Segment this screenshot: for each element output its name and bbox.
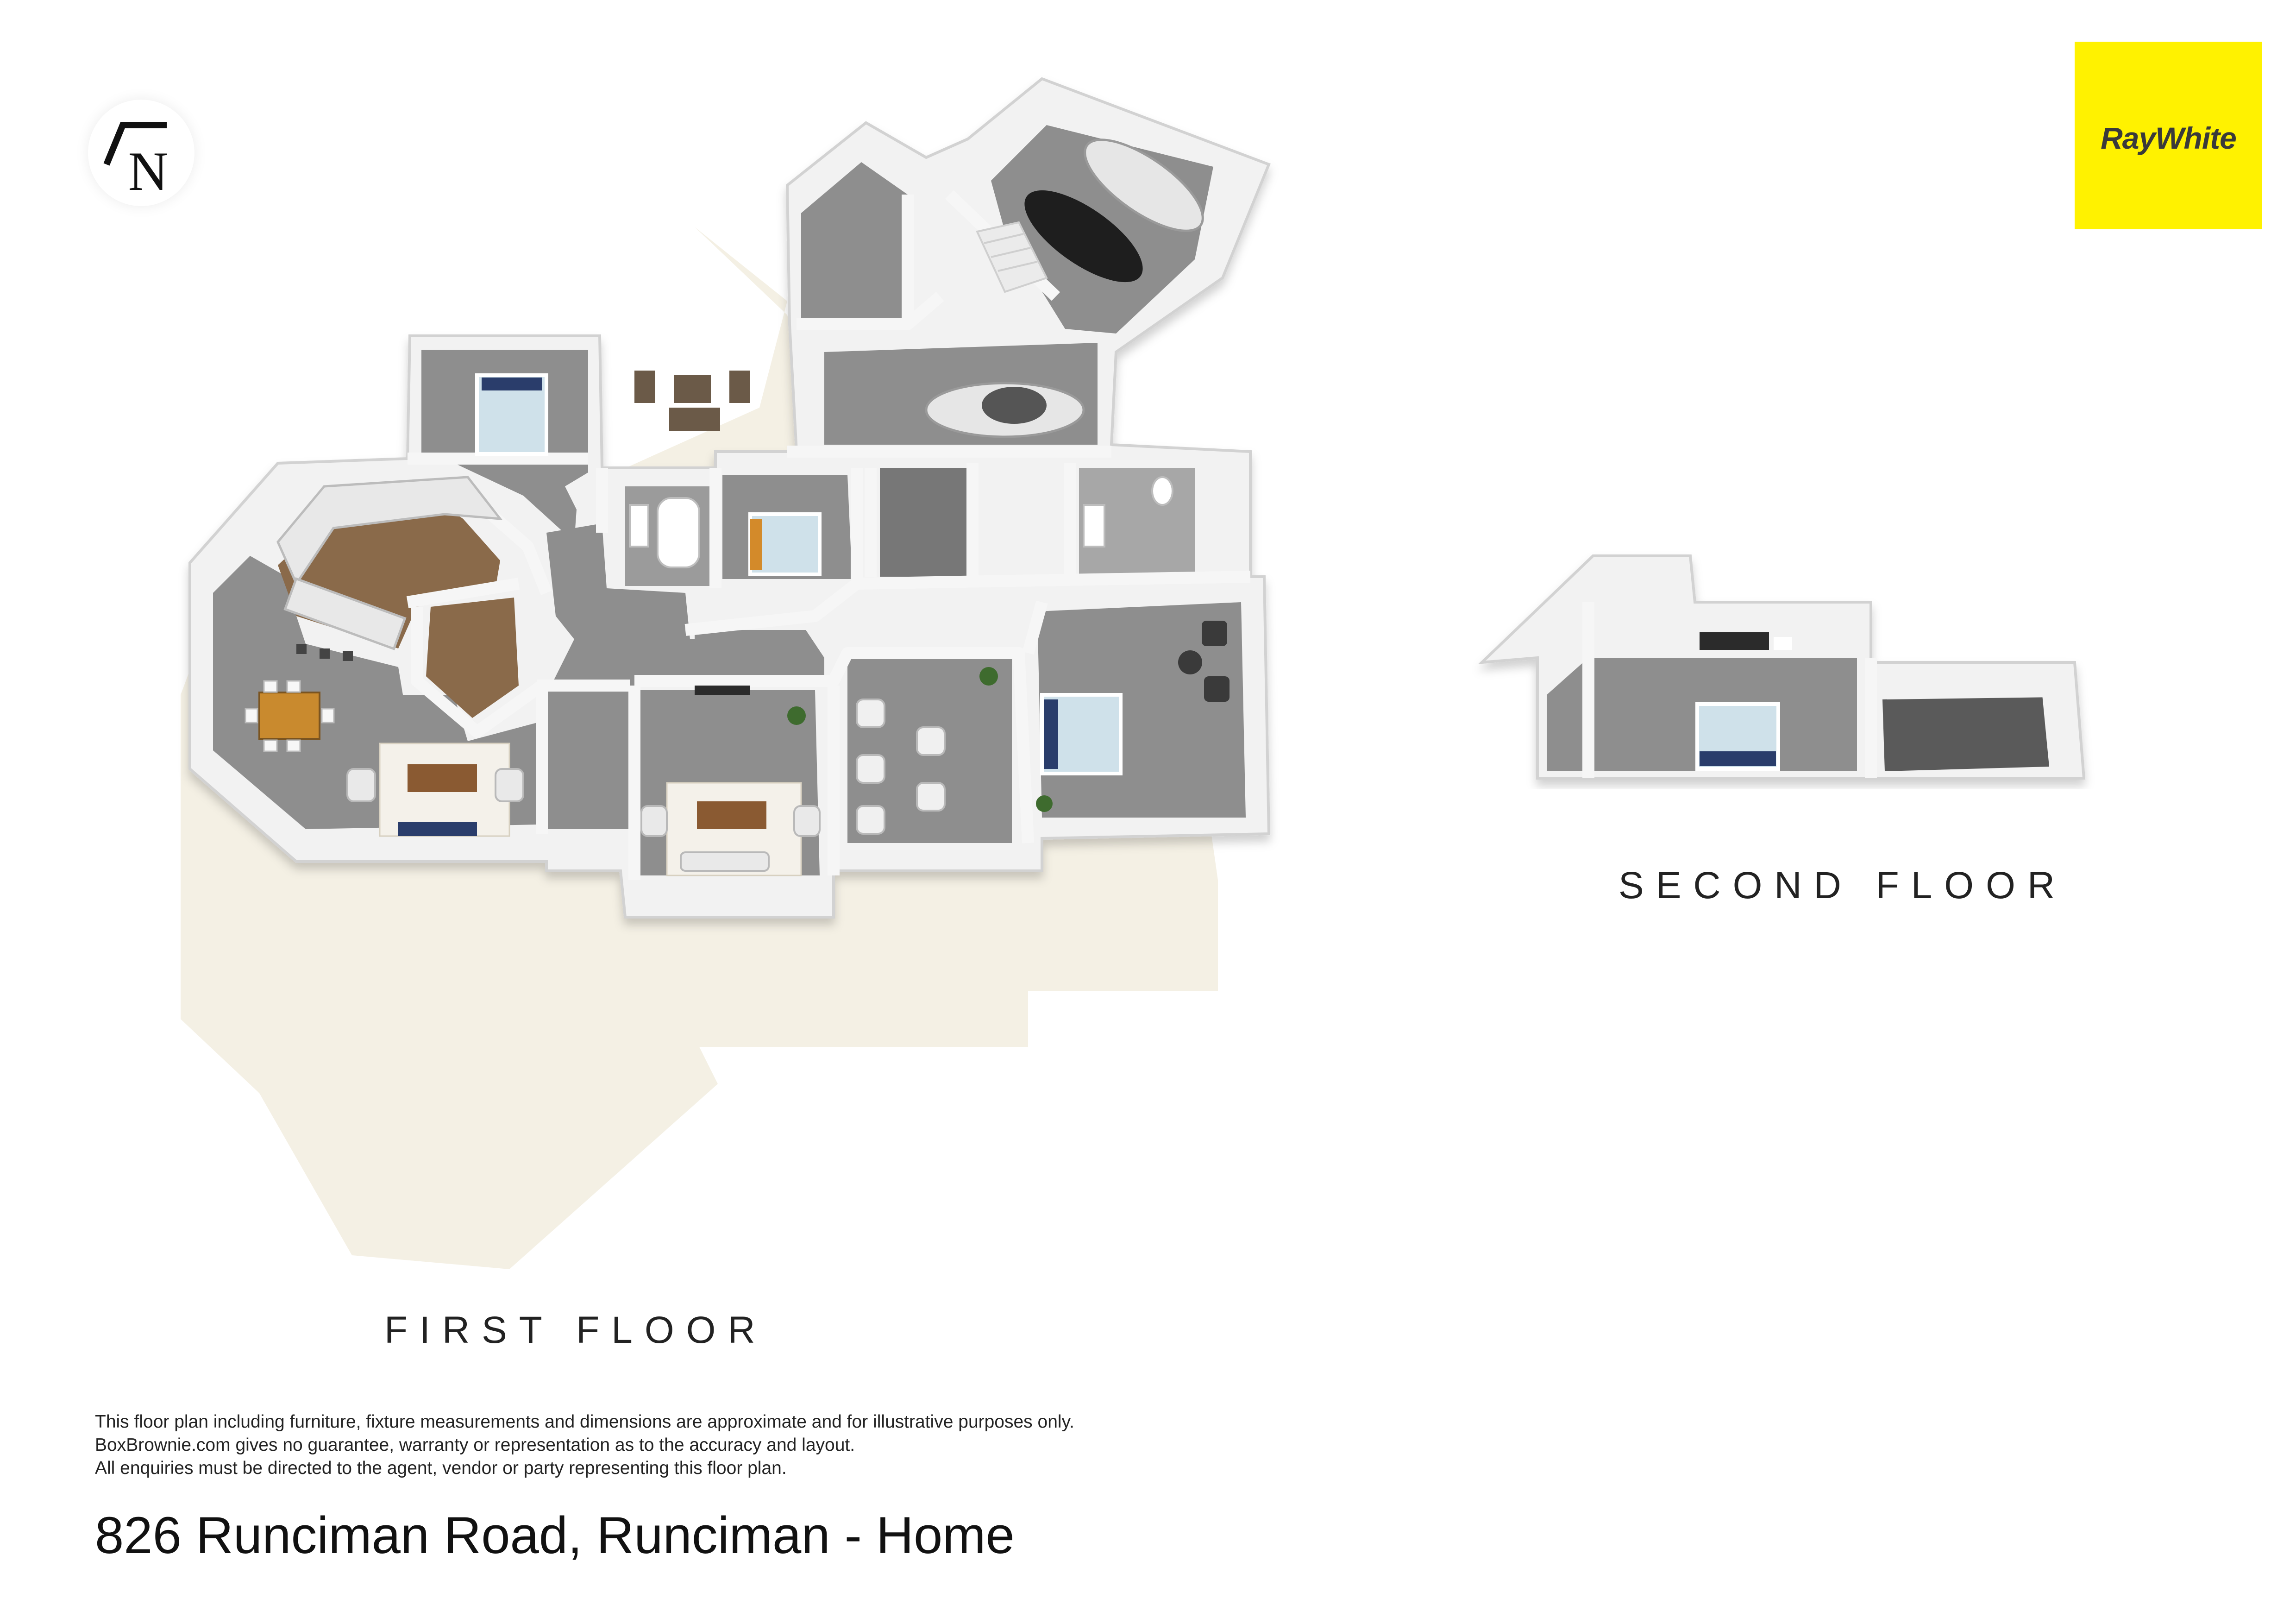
kitchen-bench [276,476,503,586]
lounge-chair [916,726,946,756]
north-arrow-icon: N [88,100,194,206]
car-dark [1024,190,1143,283]
tv-unit [695,686,750,695]
bed-centre-throw [750,519,762,570]
family-armchair [346,768,376,802]
kitchen-stool [296,644,307,654]
dining-chair [263,739,278,752]
bathtub [657,497,700,568]
second-floor-tv-unit [1700,632,1769,650]
plant [979,667,998,686]
living-sofa [680,851,770,872]
family-sofa [398,822,477,836]
kitchen-nook-floor [426,598,519,718]
living-armchair [793,805,821,837]
lounge-chair [856,699,885,728]
disclaimer-line: BoxBrownie.com gives no guarantee, warra… [95,1435,855,1455]
master-armchair [1202,621,1227,646]
disclaimer: This floor plan including furniture, fix… [95,1410,1074,1480]
dining-chair [245,708,258,724]
north-letter: N [128,140,169,202]
family-coffee-table [408,764,477,792]
entry-floor [542,686,630,829]
second-floor-bed-pillows [1700,751,1776,766]
garage-cars [925,138,1204,438]
toilet [1151,476,1173,506]
plant [1036,795,1053,812]
second-floor-side-floor [1547,658,1588,771]
car-light-upper [1084,138,1204,232]
first-floor-plan [188,77,1271,919]
second-floor-void [1882,695,2049,771]
bed-master-pillows [1044,699,1058,769]
second-floor-dresser [1774,637,1792,650]
dining-chair [286,739,301,752]
family-armchair [495,768,524,802]
first-floor-label: FIRST FLOOR [384,1309,767,1351]
ensuite-vanity [1083,504,1105,548]
master-side-table [1178,650,1202,674]
second-floor-void-inner [1887,672,2056,699]
outdoor-chair [634,371,655,403]
living-coffee-table [697,801,766,829]
corridor-lower-floor [695,630,815,653]
second-floor-plan [1478,554,2086,780]
north-arrow-graphic: N [103,122,169,202]
bed-north-pillows [482,378,542,390]
kitchen-stool [320,648,330,659]
raywhite-logo: RayWhite [2075,42,2262,229]
property-address: 826 Runciman Road, Runciman - Home [95,1506,1015,1564]
dining-chair [321,708,335,724]
stair-room-floor [801,162,908,324]
living-armchair [640,805,668,837]
lounge-chair [916,782,946,812]
lounge-chair [856,805,885,835]
dining-chair [263,680,278,693]
logo-text: RayWhite [2101,120,2237,155]
car-light-windscreen [982,387,1047,424]
dining-table [258,692,320,740]
master-armchair [1204,676,1230,702]
outdoor-chair [729,371,750,403]
dining-chair [286,680,301,693]
kitchen-stool [343,651,353,661]
outdoor-sofa [669,408,720,431]
laundry-floor [880,468,968,577]
second-floor-label: SECOND FLOOR [1618,864,2067,906]
disclaimer-line: This floor plan including furniture, fix… [95,1412,1075,1432]
outdoor-table [674,375,711,403]
disclaimer-line: All enquiries must be directed to the ag… [95,1458,787,1478]
vanity [629,504,649,548]
lounge-chair [856,754,885,784]
kitchen-island [283,577,407,650]
plant [787,706,806,725]
stairs [976,221,1048,293]
